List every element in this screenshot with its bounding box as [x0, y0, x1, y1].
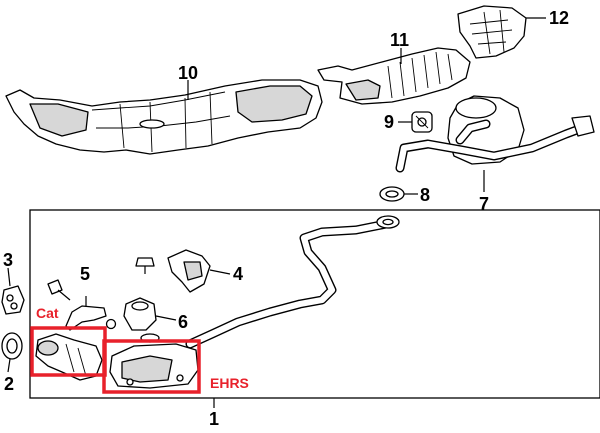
bracket-4[interactable]: [167, 249, 211, 293]
gasket-2[interactable]: [1, 332, 23, 360]
o-ring[interactable]: [105, 318, 117, 330]
callout-8: 8: [420, 185, 430, 205]
callout-9: 9: [384, 112, 394, 132]
callout-11: 11: [390, 30, 409, 50]
sensor-6[interactable]: [123, 297, 160, 343]
bolt-center[interactable]: [135, 257, 155, 274]
assembly-1-frame: [29, 209, 600, 399]
bracket-5[interactable]: [65, 296, 107, 331]
leader-lines: [7, 17, 546, 408]
heat-shield-11[interactable]: [317, 47, 471, 105]
callout-1: 1: [209, 409, 219, 429]
hanger-9[interactable]: [411, 111, 433, 133]
callout-10: 10: [178, 63, 198, 83]
callout-5: 5: [80, 264, 90, 284]
callout-7: 7: [479, 194, 489, 214]
callout-6: 6: [178, 312, 188, 332]
callout-4: 4: [233, 264, 243, 284]
tailpipe-muffler-7[interactable]: [395, 95, 595, 173]
ehrs-highlight-box: [102, 339, 201, 394]
cat-label: Cat: [36, 305, 59, 321]
gasket-3[interactable]: [1, 285, 25, 315]
callout-2: 2: [4, 374, 14, 394]
heat-shield-12[interactable]: [457, 5, 527, 59]
gasket-8[interactable]: [379, 186, 405, 202]
exhaust-pipe-assembly-1[interactable]: [35, 215, 400, 389]
callout-12: 12: [549, 8, 569, 28]
heat-shield-10[interactable]: [5, 79, 323, 155]
callout-3: 3: [3, 250, 13, 270]
bolt-left[interactable]: [47, 279, 71, 301]
ehrs-label: EHRS: [210, 375, 249, 391]
